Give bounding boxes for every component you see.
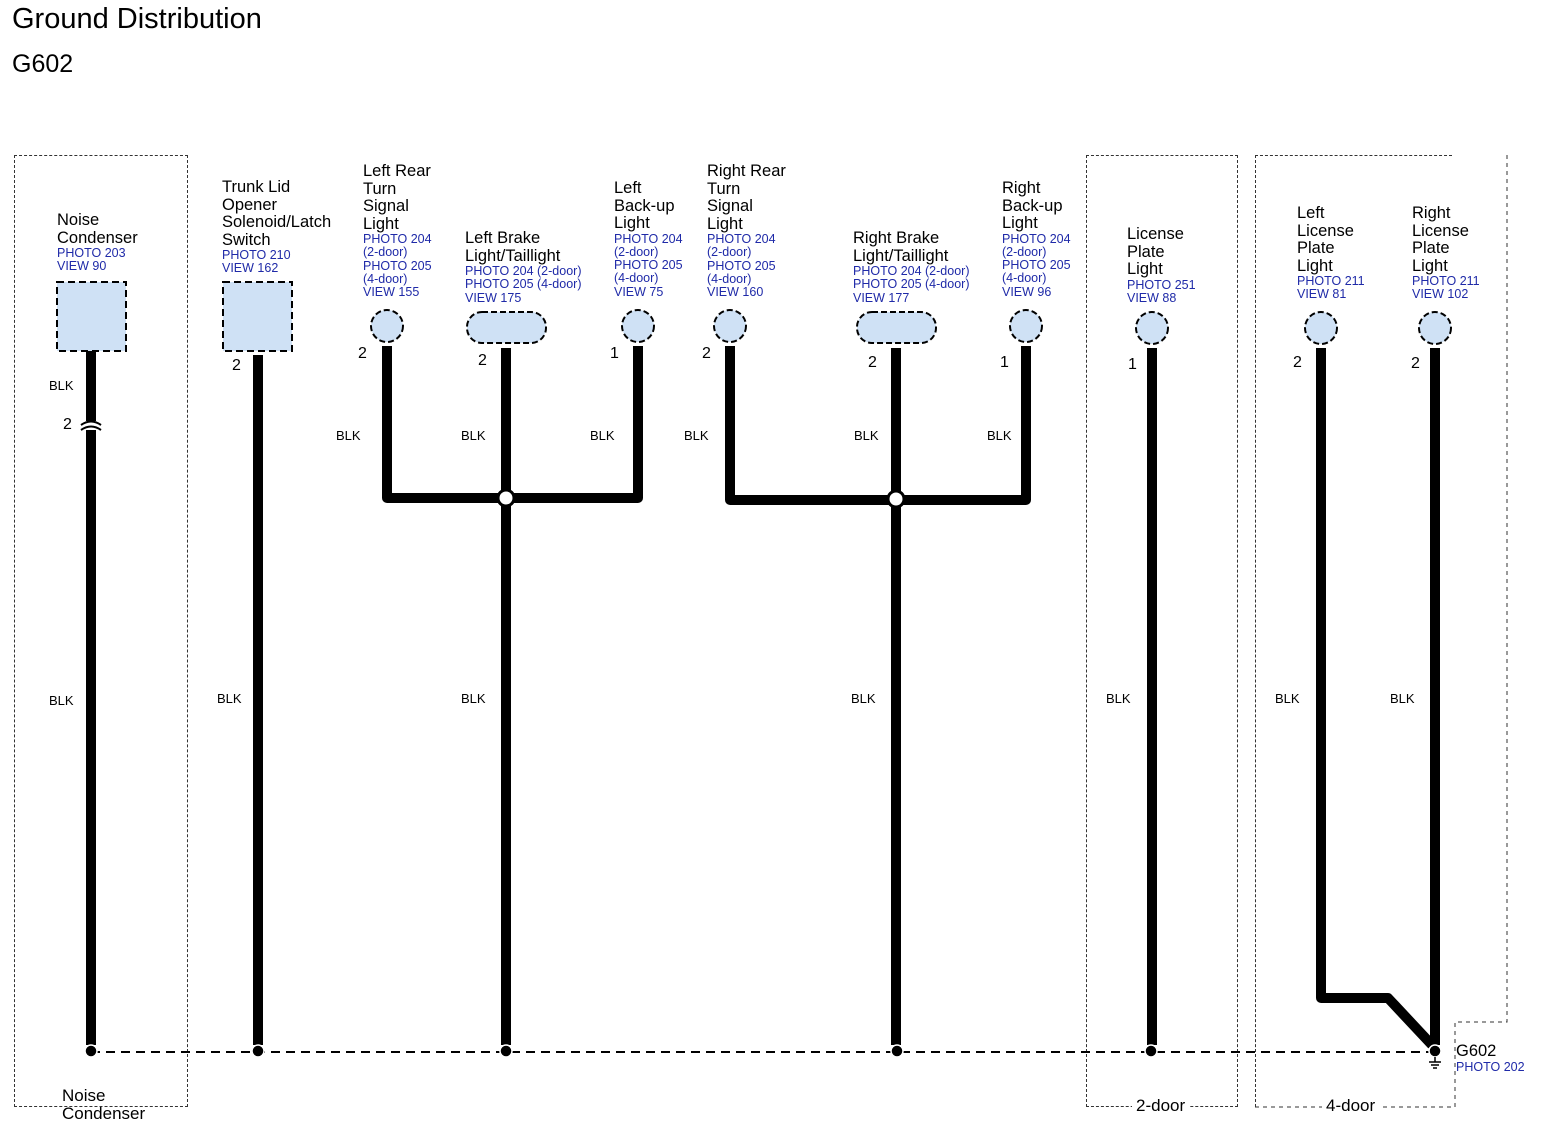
wires (86, 346, 1440, 1049)
wire-color-label: BLK (49, 378, 74, 393)
left-rear-turn-connector (370, 309, 404, 343)
right-license-label: Right License Plate Light PHOTO 211 VIEW… (1412, 204, 1480, 302)
trunk-lid-pin: 2 (232, 357, 241, 374)
wire-color-label: BLK (851, 691, 876, 706)
right-splice (886, 489, 906, 509)
left-backup-connector (621, 309, 655, 343)
wire-color-label: BLK (49, 693, 74, 708)
trunk-lid-connector (222, 281, 293, 352)
left-rear-turn-pin: 2 (358, 345, 367, 362)
right-brake-label: Right Brake Light/Taillight PHOTO 204 (2… (853, 229, 970, 305)
diagram-subtitle: G602 (12, 50, 74, 78)
right-backup-label: Right Back-up Light PHOTO 204 (2-door) P… (1002, 179, 1071, 299)
ground-label: G602 PHOTO 202 (1456, 1042, 1525, 1074)
wire-color-label: BLK (336, 428, 361, 443)
noise-condenser-footer: Noise Condenser (62, 1086, 146, 1123)
four-door-footer: 4-door (1322, 1097, 1380, 1115)
right-backup-connector (1009, 309, 1043, 343)
wire-color-label: BLK (854, 428, 879, 443)
noise-condenser-connector (56, 281, 127, 352)
right-license-pin: 2 (1411, 355, 1420, 372)
license-plate-pin: 1 (1128, 356, 1137, 373)
left-license-connector (1304, 311, 1338, 345)
wire-left-license (1316, 348, 1436, 1049)
noise-condenser-inline-pin: 2 (63, 416, 72, 433)
left-license-pin: 2 (1293, 354, 1302, 371)
left-license-label: Left License Plate Light PHOTO 211 VIEW … (1297, 204, 1365, 302)
wire-color-label: BLK (461, 428, 486, 443)
noise-condenser-box (14, 155, 188, 1107)
wire-right-group (725, 346, 1031, 505)
right-rear-turn-label: Right Rear Turn Signal Light PHOTO 204 (… (707, 162, 786, 300)
noise-condenser-label: Noise Condenser PHOTO 203 VIEW 90 (57, 211, 138, 274)
wire-color-label: BLK (590, 428, 615, 443)
wire-color-label: BLK (217, 691, 242, 706)
trunk-lid-label: Trunk Lid Opener Solenoid/Latch Switch P… (222, 178, 332, 276)
wire-color-label: BLK (684, 428, 709, 443)
license-plate-connector (1135, 311, 1169, 345)
diagram-title: Ground Distribution (12, 3, 262, 35)
right-brake-pin: 2 (868, 354, 877, 371)
left-backup-label: Left Back-up Light PHOTO 204 (2-door) PH… (614, 179, 683, 299)
wire-color-label: BLK (1390, 691, 1415, 706)
left-brake-connector (466, 311, 547, 344)
wire-left-group (382, 346, 643, 503)
left-brake-label: Left Brake Light/Taillight PHOTO 204 (2-… (465, 229, 582, 305)
wire-color-label: BLK (1275, 691, 1300, 706)
wire-color-label: BLK (461, 691, 486, 706)
left-brake-pin: 2 (478, 352, 487, 369)
ground-icon (1429, 1057, 1441, 1069)
wire-color-label: BLK (1106, 691, 1131, 706)
left-backup-pin: 1 (610, 345, 619, 362)
right-backup-pin: 1 (1000, 354, 1009, 371)
license-plate-label: License Plate Light PHOTO 251 VIEW 88 (1127, 225, 1196, 305)
right-brake-connector (856, 311, 937, 344)
four-door-box (1255, 155, 1452, 1107)
bus-junctions (84, 1044, 1442, 1058)
right-rear-turn-pin: 2 (702, 345, 711, 362)
left-rear-turn-label: Left Rear Turn Signal Light PHOTO 204 (2… (363, 162, 432, 300)
two-door-footer: 2-door (1132, 1097, 1190, 1115)
left-splice (496, 488, 516, 508)
wire-color-label: BLK (987, 428, 1012, 443)
right-rear-turn-connector (713, 309, 747, 343)
right-license-connector (1418, 311, 1452, 345)
